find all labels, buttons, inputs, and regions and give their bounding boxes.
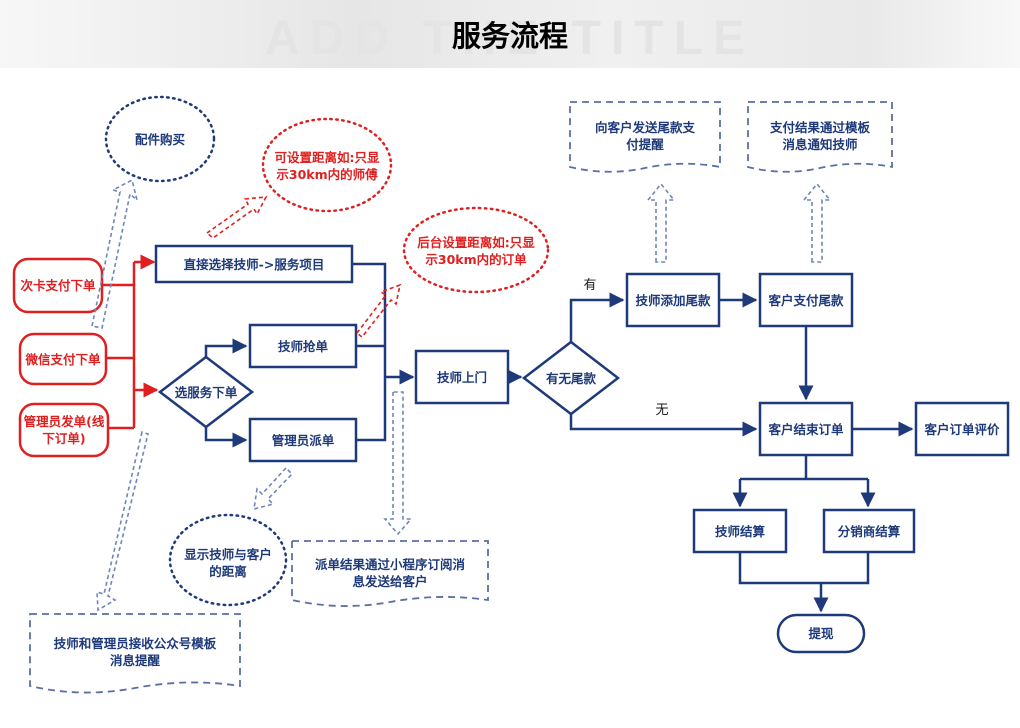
customer-pay-final-label: 客户支付尾款	[768, 292, 844, 308]
tech-add-final-node	[625, 272, 721, 328]
tech-grab-node	[248, 323, 358, 369]
direct-select-node	[154, 244, 354, 284]
show-distance-cloud	[168, 513, 288, 607]
distance-order-label: 后台设置距离如:只显示30km内的订单	[417, 235, 535, 267]
flow-connectors	[204, 262, 914, 613]
direct-select-label: 直接选择技师->服务项目	[183, 256, 325, 272]
entry-wechat-pay-label: 微信支付下单	[25, 351, 101, 367]
admin-dispatch-label: 管理员派单	[271, 432, 335, 448]
watermark-title: ADD THE TITLE	[265, 12, 755, 65]
branch-yes-label: 有	[583, 277, 597, 293]
tech-admin-notify-note	[29, 613, 241, 694]
parts-purchase-cloud	[104, 95, 216, 183]
pay-result-notify-label: 支付结果通过模板消息通知技师	[769, 120, 870, 152]
entry-admin-order-node	[18, 402, 110, 458]
distance-tech-label: 可设置距离如:只显示30km内的师傅	[274, 150, 380, 182]
withdraw-node	[776, 613, 866, 654]
final-payment-label: 有无尾款	[545, 370, 596, 386]
tech-admin-notify-label: 技师和管理员接收公众号模板消息提醒	[53, 636, 217, 668]
tech-grab-label: 技师抢单	[277, 338, 328, 354]
dispatch-result-label: 派单结果通过小程序订阅消息发送给客户	[314, 557, 465, 589]
customer-pay-final-node	[758, 272, 854, 328]
final-pay-reminder-label: 向客户发送尾款支付提醒	[594, 120, 695, 152]
title-banner: ADD THE TITLE 服务流程	[0, 0, 1020, 68]
parts-purchase-label: 配件购买	[134, 131, 185, 147]
note-arrows	[91, 178, 832, 612]
customer-review-node	[914, 401, 1010, 457]
customer-review-label: 客户订单评价	[924, 421, 1000, 437]
dispatch-result-note	[291, 540, 489, 607]
tech-visit-node	[414, 349, 510, 405]
tech-add-final-label: 技师添加尾款	[635, 292, 711, 308]
entry-card-pay-label: 次卡支付下单	[20, 278, 96, 293]
entry-admin-order-label: 管理员发单(线下订单)	[23, 414, 105, 446]
distributor-settle-label: 分销商结算	[837, 523, 901, 539]
distance-order-cloud	[402, 206, 550, 294]
pay-result-notify-note	[747, 101, 893, 173]
withdraw-label: 提现	[808, 626, 834, 641]
entry-connectors	[102, 254, 159, 430]
customer-finish-label: 客户结束订单	[768, 421, 844, 437]
tech-visit-label: 技师上门	[436, 369, 487, 385]
final-pay-reminder-note	[569, 101, 721, 173]
distance-tech-cloud	[261, 117, 393, 213]
show-distance-label: 显示技师与客户的距离	[184, 547, 272, 579]
branch-no-label: 无	[655, 402, 669, 418]
select-service-label: 选服务下单	[174, 384, 238, 400]
tech-settle-label: 技师结算	[714, 523, 765, 539]
page-title: 服务流程	[451, 19, 568, 53]
